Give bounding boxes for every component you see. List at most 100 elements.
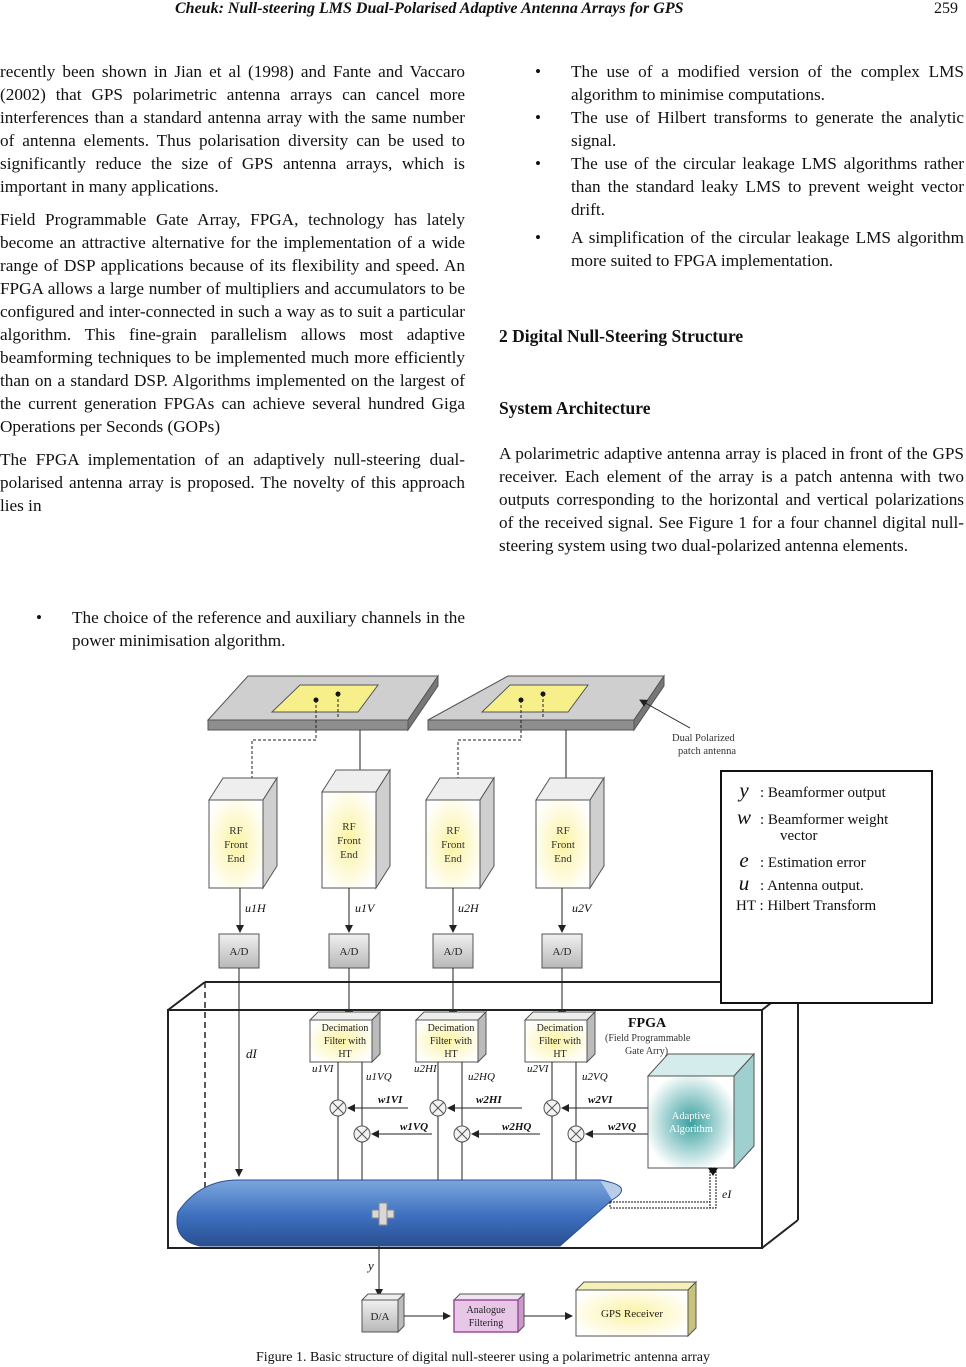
decimation-label: HT [338, 1049, 351, 1060]
rf-label: Front [441, 839, 465, 851]
w-label: w1VQ [400, 1121, 428, 1133]
rf-label: End [444, 853, 462, 865]
page-number: 259 [934, 0, 958, 17]
bullet-text: The use of a modified version of the com… [571, 62, 964, 104]
bullet-icon: • [535, 154, 542, 173]
rf-front-end-4 [535, 776, 605, 890]
rf-label: End [340, 849, 358, 861]
bullet-text: The use of Hilbert transforms to generat… [571, 108, 964, 150]
ad-to-decimation-arrows [235, 968, 566, 1177]
u-label: u2V [572, 901, 593, 915]
ad-label: A/D [444, 946, 463, 958]
dI-label: dI [246, 1046, 258, 1061]
decimation-label: Filter with [324, 1036, 366, 1047]
analogue-filter [452, 1292, 526, 1334]
rf-label: RF [556, 825, 569, 837]
adaptive-label: Adaptive [672, 1111, 711, 1122]
legend-row: u: Antenna output. [728, 871, 864, 896]
adaptive-algorithm-block [646, 1052, 756, 1170]
legend-text: HT : Hilbert Transform [736, 898, 877, 914]
antenna-label-1: Dual Polarized [672, 733, 735, 744]
decimation-label: Filter with [539, 1036, 581, 1047]
legend-row: y : Beamformer output [728, 778, 886, 803]
figure-legend: y : Beamformer output w : Beamformer weigh… [720, 770, 933, 1004]
ad-label: A/D [230, 946, 249, 958]
analogue-label: Filtering [469, 1318, 503, 1329]
u-label: u1V [355, 901, 376, 915]
uq-label: u2HI [414, 1063, 438, 1075]
left-paragraph-1: recently been shown in Jian et al (1998)… [0, 62, 465, 196]
right-column: • The use of a modified version of the co… [499, 60, 964, 272]
uq-label: u2VI [527, 1063, 550, 1075]
gps-receiver [574, 1280, 698, 1338]
bullet-icon: • [535, 62, 542, 81]
decimation-label: HT [444, 1049, 457, 1060]
legend-symbol: e [739, 848, 749, 872]
legend-text: : Beamformer output [760, 785, 886, 801]
summation-block [176, 1179, 623, 1247]
section-heading: 2 Digital Null-Steering Structure [499, 326, 744, 346]
rf-label: Front [551, 839, 575, 851]
legend-row: w : Beamformer weight [728, 805, 888, 830]
fpga-subtitle: Gate Arry) [625, 1046, 668, 1057]
running-title: Cheuk: Null-steering LMS Dual-Polarised … [175, 0, 684, 17]
rf-front-end-3 [425, 776, 495, 890]
uq-label: u1VQ [366, 1071, 392, 1083]
rf-to-ad-arrows [236, 888, 566, 933]
fpga-title: FPGA [628, 1016, 667, 1031]
rf-front-end-1 [208, 776, 278, 890]
legend-row: HT : Hilbert Transform [736, 898, 876, 915]
y-label: y [366, 1258, 374, 1273]
antenna-label-2: patch antenna [678, 746, 736, 757]
fpga-box [167, 981, 799, 1249]
rf-label: RF [342, 821, 355, 833]
u-label: u1H [245, 901, 267, 915]
left-bullet-text: The choice of the reference and auxiliar… [72, 608, 465, 650]
left-bullet: • The choice of the reference and auxili… [0, 606, 465, 652]
ad-label: A/D [340, 946, 359, 958]
decimation-label: Decimation [322, 1023, 369, 1034]
uq-label: u1VI [312, 1063, 335, 1075]
ad-label: A/D [553, 946, 572, 958]
page-header: Cheuk: Null-steering LMS Dual-Polarised … [0, 0, 966, 26]
legend-symbol: u [738, 871, 750, 895]
decimation-label: Filter with [430, 1036, 472, 1047]
right-paragraph-1: A polarimetric adaptive antenna array is… [499, 444, 964, 555]
legend-text: : Beamformer weight [760, 812, 889, 828]
list-item: • The use of Hilbert transforms to genera… [499, 106, 964, 152]
decimation-label: Decimation [428, 1023, 475, 1034]
bullet-text: The use of the circular leakage LMS algo… [571, 154, 964, 219]
da-label: D/A [371, 1311, 390, 1323]
patch-antenna-1 [206, 674, 439, 732]
legend-symbol: w [736, 805, 751, 829]
decimation-filters [308, 1010, 597, 1064]
decimation-outputs [337, 1062, 577, 1126]
legend-symbol: y [739, 778, 749, 802]
right-bullet-list: • The use of a modified version of the co… [499, 60, 964, 272]
eI-label: eI [722, 1187, 732, 1201]
gps-label: GPS Receiver [601, 1308, 663, 1320]
bullet-icon: • [535, 108, 542, 127]
uq-label: u2HQ [468, 1071, 495, 1083]
weight-arrows [347, 1104, 648, 1138]
w-label: w2VI [588, 1094, 613, 1106]
error-feedback [609, 1167, 718, 1209]
u-label: u2H [458, 901, 480, 915]
subsection-heading: System Architecture [499, 398, 651, 418]
legend-text: vector [780, 828, 818, 844]
rf-front-end-2 [321, 768, 391, 890]
bullet-icon: • [535, 228, 542, 247]
rf-label: Front [337, 835, 361, 847]
figure-caption: Figure 1. Basic structure of digital nul… [255, 1350, 711, 1365]
list-item: • The use of a modified version of the co… [499, 60, 964, 106]
decimation-label: HT [553, 1049, 566, 1060]
analogue-label: Analogue [467, 1305, 506, 1316]
adaptive-label: Algorithm [669, 1124, 713, 1135]
bullet-text: A simplification of the circular leakage… [571, 228, 964, 270]
rf-label: Front [224, 839, 248, 851]
fpga-subtitle: (Field Programmable [605, 1033, 691, 1044]
rf-label: End [554, 853, 572, 865]
patch-antenna-2 [427, 674, 665, 732]
da-converter [360, 1292, 406, 1334]
multiplier-icons [329, 1099, 585, 1143]
